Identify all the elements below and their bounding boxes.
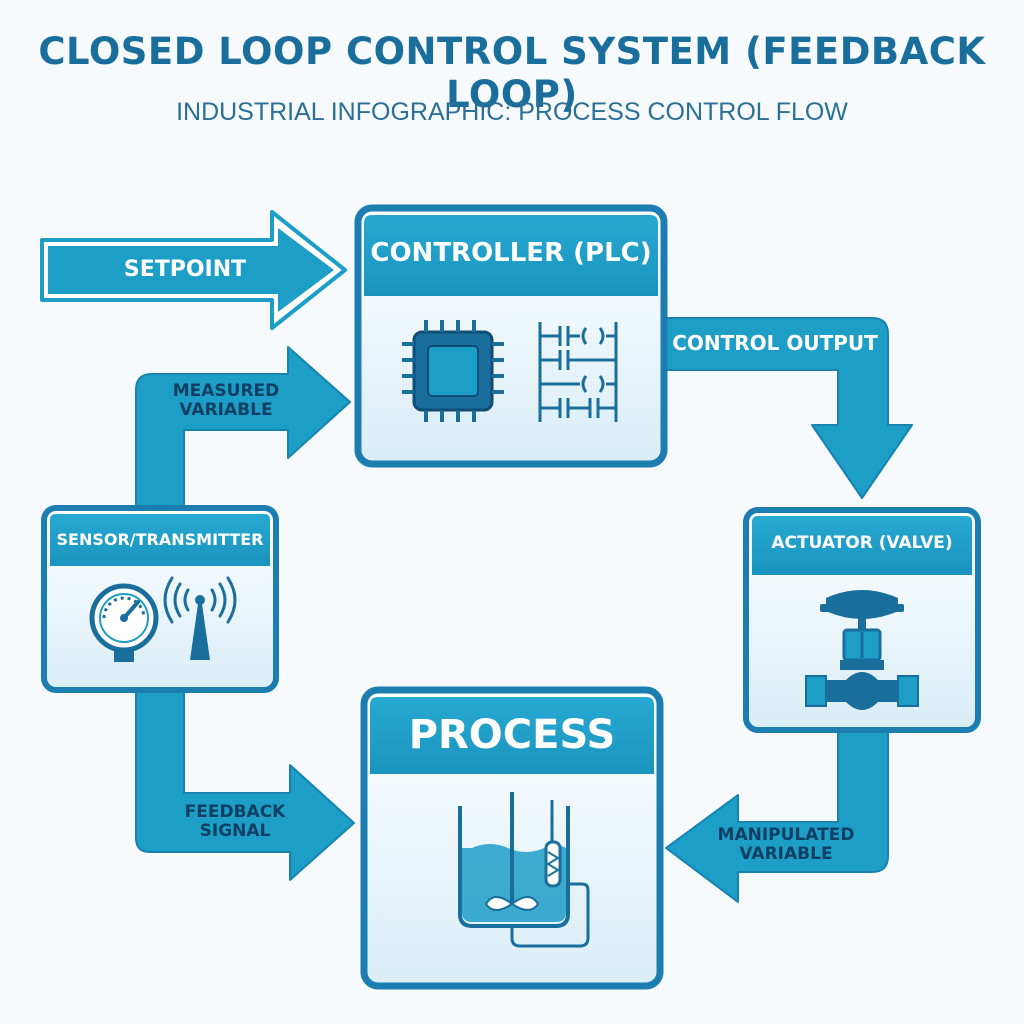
process-label: PROCESS (408, 712, 616, 758)
measured-variable-label: MEASURED VARIABLE (172, 381, 280, 421)
tank-mixer-icon (458, 792, 590, 948)
control-output-arrow (661, 317, 913, 499)
chip-icon (402, 320, 504, 422)
control-output-label: CONTROL OUTPUT (672, 331, 878, 355)
controller-label: CONTROLLER (PLC) (370, 238, 652, 268)
feedback-signal-label: FEEDBACK SIGNAL (184, 802, 286, 842)
feedback-signal-arrow (135, 689, 355, 881)
wireless-transmitter-icon (163, 576, 237, 660)
actuator-box (743, 507, 981, 733)
pressure-gauge-icon (89, 583, 159, 662)
actuator-label: ACTUATOR (VALVE) (771, 533, 953, 553)
setpoint-label: SETPOINT (123, 257, 247, 282)
diagram-title: CLOSED LOOP CONTROL SYSTEM (FEEDBACK LOO… (38, 30, 986, 116)
process-box (360, 686, 664, 990)
diagram-subtitle: INDUSTRIAL INFOGRAPHIC: PROCESS CONTROL … (176, 98, 848, 126)
manipulated-variable-label: MANIPULATED VARIABLE (717, 825, 855, 865)
ladder-logic-icon (538, 322, 618, 422)
valve-icon (805, 590, 919, 710)
sensor-label: SENSOR/TRANSMITTER (56, 530, 264, 549)
controller-box (354, 204, 668, 468)
manipulated-variable-arrow (665, 719, 889, 903)
setpoint-arrow (40, 210, 347, 330)
sensor-box (41, 505, 279, 693)
measured-variable-arrow (135, 346, 351, 511)
